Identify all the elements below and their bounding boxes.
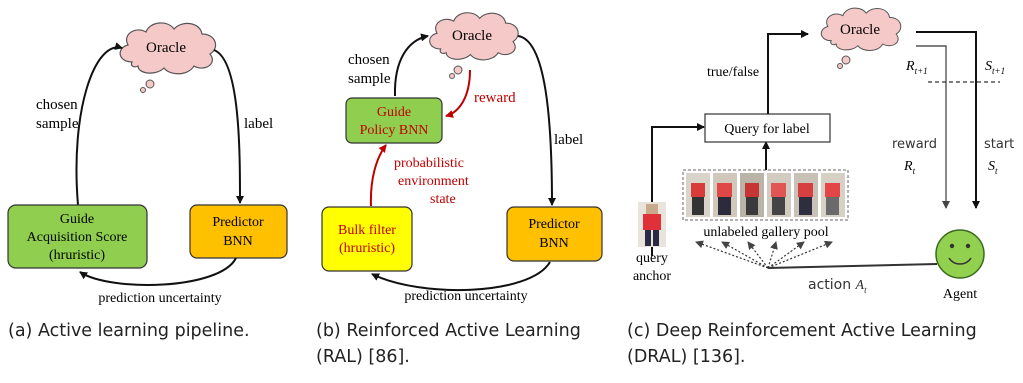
reward-word: reward — [892, 137, 937, 152]
state-label-line2: environment — [398, 174, 469, 189]
guide-acquisition-box — [7, 204, 148, 269]
reward-symbol: Rt — [903, 159, 916, 176]
panel-c: Oracle Query for label true/false Rt+1 S… — [633, 7, 1014, 302]
caption-a: (a) Active learning pipeline. — [8, 321, 250, 341]
uncertainty-label: prediction uncertainty — [98, 291, 221, 306]
state-label-line1: probabilistic — [394, 156, 464, 171]
caption-b: (b) Reinforced Active Learning (RAL) [86… — [316, 318, 581, 370]
state-arrow — [369, 144, 387, 207]
reward-arrow — [916, 45, 950, 209]
query-anchor-line1: query — [636, 251, 668, 266]
guide-box-line2: Acquisition Score — [27, 230, 128, 245]
predictor-box — [506, 206, 603, 262]
query-box-label: Query for label — [724, 122, 810, 137]
predictor-box-line1: Predictor — [212, 215, 264, 230]
predictor-box-line2: BNN — [223, 234, 253, 249]
query-anchor-image — [638, 202, 666, 247]
oracle-label: Oracle — [452, 28, 492, 44]
true-false-label: true/false — [707, 65, 759, 80]
guide-policy-box — [345, 97, 443, 144]
gallery-pool-label: unlabeled gallery pool — [703, 225, 828, 240]
caption-b-line2: (RAL) [86]. — [316, 347, 410, 367]
predictor-box — [189, 204, 288, 259]
caption-b-line1: (b) Reinforced Active Learning — [316, 321, 581, 341]
chosen-sample-arrow — [393, 33, 429, 97]
reward-arrow — [445, 69, 471, 118]
label-edge-text: label — [244, 116, 273, 132]
bulk-box-line1: Bulk filter — [338, 223, 396, 238]
label-arrow — [517, 35, 556, 206]
uncertainty-arrow — [79, 257, 237, 286]
chosen-label: chosen — [36, 97, 78, 113]
panel-b: Oracle chosen sample reward Guide Policy… — [321, 12, 603, 304]
predictor-box-line1: Predictor — [528, 217, 580, 232]
action-arrows — [695, 240, 833, 269]
r-next-label: Rt+1 — [905, 59, 928, 76]
start-symbol: St — [988, 159, 998, 176]
guide-policy-line2: Policy BNN — [360, 123, 429, 138]
query-for-label-box — [704, 113, 831, 143]
reward-label: reward — [474, 90, 516, 106]
bulk-filter-box — [321, 206, 413, 272]
chosen-label: chosen — [348, 52, 390, 68]
state-label-line3: state — [430, 192, 456, 207]
s-next-label: St+1 — [985, 59, 1005, 76]
agent-label: Agent — [943, 287, 977, 302]
oracle-label: Oracle — [146, 40, 186, 56]
query-to-oracle-arrow — [767, 30, 809, 114]
label-edge-text: label — [554, 132, 583, 148]
label-arrow — [213, 49, 244, 204]
agent-smiley-icon — [935, 229, 985, 279]
caption-c: (c) Deep Reinforcement Active Learning (… — [627, 318, 977, 370]
state-arrow — [916, 31, 980, 209]
sample-label: sample — [348, 71, 391, 87]
panel-a: Oracle chosen sample label Guide Acquisi… — [7, 22, 288, 306]
oracle-label: Oracle — [840, 22, 880, 38]
start-word: start — [984, 137, 1014, 152]
predictor-box-line2: BNN — [539, 236, 569, 251]
query-anchor-line2: anchor — [633, 269, 671, 284]
uncertainty-label: prediction uncertainty — [404, 289, 527, 304]
gallery-pool-images — [682, 169, 849, 221]
sample-label: sample — [36, 116, 79, 132]
agent-action-line — [767, 263, 938, 269]
action-label: action At — [808, 277, 867, 295]
guide-box-line1: Guide — [60, 212, 94, 227]
guide-policy-line1: Guide — [377, 105, 411, 120]
bulk-box-line2: (hruristic) — [339, 241, 395, 256]
chosen-sample-arrow — [75, 42, 123, 206]
caption-c-line1: (c) Deep Reinforcement Active Learning — [627, 321, 977, 341]
uncertainty-arrow — [371, 261, 551, 292]
guide-box-line3: (hruristic) — [49, 248, 105, 263]
caption-c-line2: (DRAL) [136]. — [627, 347, 746, 367]
